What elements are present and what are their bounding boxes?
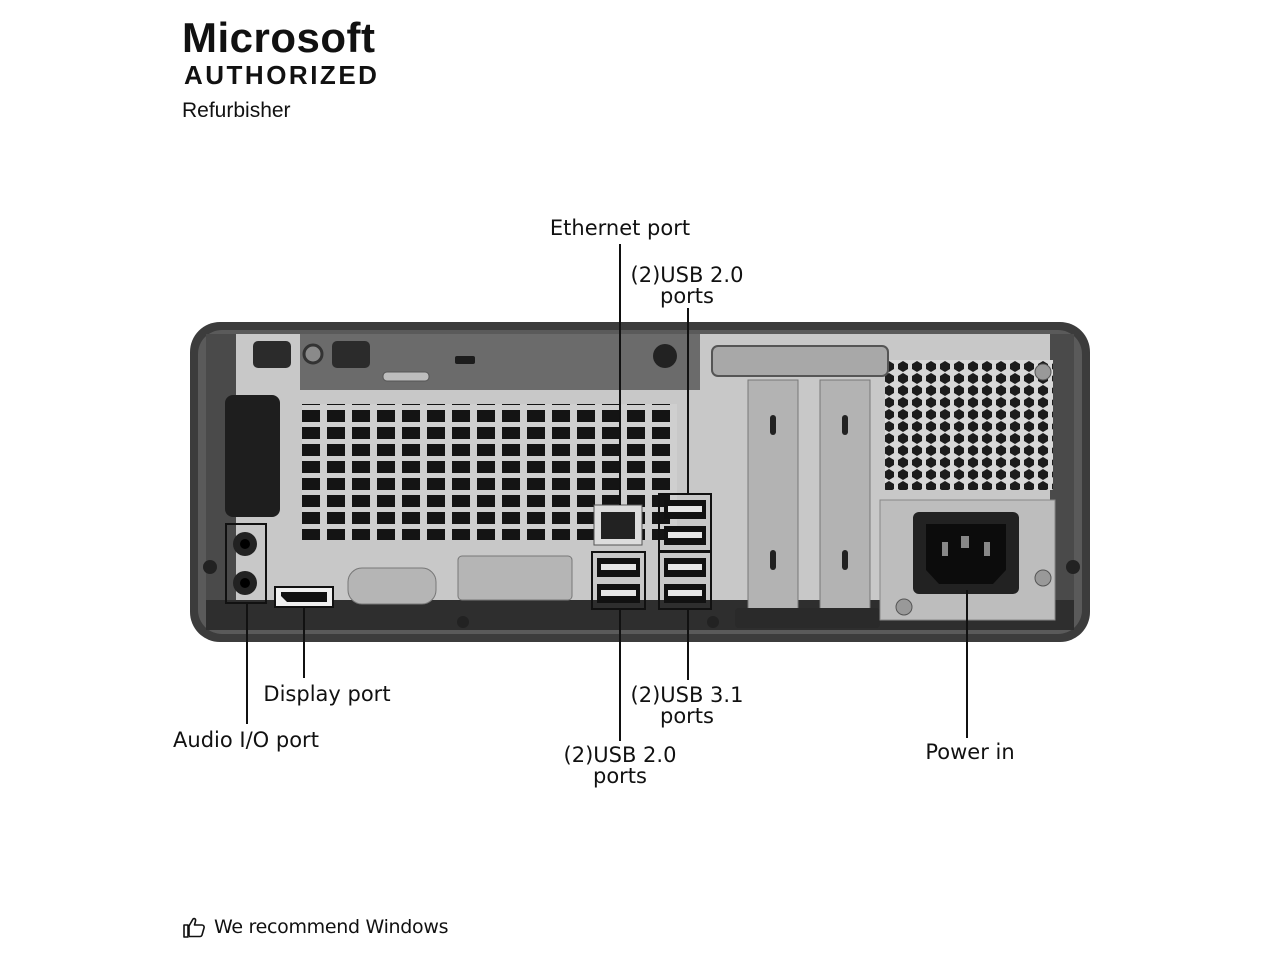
footer-recommend: We recommend Windows: [182, 912, 448, 942]
label-usb20-bottom: (2)USB 2.0 ports: [555, 745, 685, 787]
fan-grille: [885, 360, 1053, 490]
label-power-in: Power in: [910, 742, 1030, 763]
display-port: [275, 587, 333, 607]
ethernet-port: [594, 505, 642, 545]
label-display-port: Display port: [252, 684, 402, 705]
port-cover-plate: [458, 556, 572, 600]
footer-text: We recommend Windows: [214, 916, 448, 938]
label-usb31: (2)USB 3.1 ports: [622, 685, 752, 727]
label-ethernet-port: Ethernet port: [540, 218, 700, 239]
label-audio-port: Audio I/O port: [168, 730, 324, 751]
serial-cover: [348, 568, 436, 604]
thumbs-up-icon: [182, 915, 206, 939]
label-usb20-top: (2)USB 2.0 ports: [622, 265, 752, 307]
